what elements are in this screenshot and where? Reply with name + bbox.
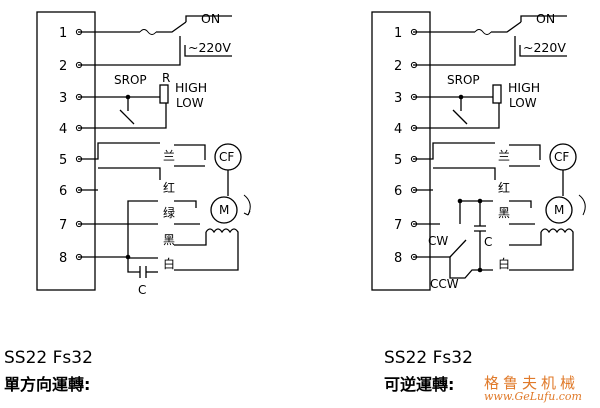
srop-label: SROP <box>114 73 147 87</box>
cf-label: CF <box>219 150 234 164</box>
blue-wire-label: 兰 <box>163 149 175 163</box>
high-label: HIGH <box>175 80 207 95</box>
black-wire-label: 黑 <box>163 233 175 247</box>
c-label-right: C <box>484 235 492 249</box>
red-wire-label: 红 <box>163 180 175 195</box>
left-terminal-block <box>36 11 96 291</box>
right-terminal-number: 1 <box>394 26 402 41</box>
right-model-caption: SS22 Fs32 <box>384 348 473 368</box>
white-wire-label: 白 <box>163 256 175 271</box>
r-label: R <box>162 71 170 85</box>
srop-label-right: SROP <box>447 73 480 87</box>
right-terminal-number: 8 <box>394 251 402 266</box>
watermark-name: 格鲁夫机械 <box>484 374 580 392</box>
left-terminal-number: 2 <box>59 59 67 74</box>
ccw-label: CCW <box>430 277 459 291</box>
c-label: C <box>138 283 146 297</box>
blue-wire-label-right: 兰 <box>498 149 510 163</box>
power-switch <box>156 21 187 33</box>
capacitor-symbol <box>139 266 147 278</box>
left-terminal-number: 1 <box>59 26 67 41</box>
green-wire-label: 绿 <box>163 205 175 220</box>
speed-resistor <box>159 84 169 104</box>
cw-label: CW <box>428 234 448 248</box>
motor-label-right: M <box>554 203 564 217</box>
left-terminal-number: 3 <box>59 91 67 106</box>
white-wire-label-right: 白 <box>498 256 510 271</box>
right-mode-caption: 可逆運轉: <box>384 375 455 394</box>
left-model-caption: SS22 Fs32 <box>4 348 93 368</box>
left-terminal-number: 8 <box>59 251 67 266</box>
left-terminal-number: 4 <box>59 122 67 137</box>
right-diagram: 1 2 3 4 5 6 7 8 ON ~220V SROP HIGH LOW 兰 CF 红 黑… <box>371 11 586 291</box>
low-label: LOW <box>176 96 204 110</box>
direction-switch <box>449 239 467 258</box>
fuse-symbol <box>139 29 157 35</box>
on-label-right: ON <box>536 11 555 26</box>
right-terminal-number: 5 <box>394 153 402 168</box>
capacitor-symbol-right <box>474 225 486 232</box>
right-terminal-number: 4 <box>394 122 402 137</box>
left-terminal-number: 6 <box>59 184 67 199</box>
low-label-right: LOW <box>509 96 537 110</box>
speed-switch-contact <box>119 109 135 125</box>
right-terminal-list: 1 2 3 4 5 6 7 8 <box>394 26 418 266</box>
motor-coil <box>174 228 239 271</box>
right-terminal-number: 2 <box>394 59 402 74</box>
left-diagram: 1 2 3 4 5 6 7 8 ON ~220V SROP R HIGH LOW 兰 CF 红 <box>36 11 251 297</box>
right-terminal-number: 7 <box>394 218 402 233</box>
high-label-right: HIGH <box>508 80 540 95</box>
voltage-label: ~220V <box>188 40 231 55</box>
motor-circle <box>210 196 238 224</box>
right-terminal-number: 6 <box>394 184 402 199</box>
right-terminal-block <box>371 11 431 291</box>
on-label: ON <box>201 11 220 26</box>
black-wire-label-right: 黑 <box>498 206 510 220</box>
watermark-url: www.GeLufu.com <box>484 390 582 403</box>
cf-label-right: CF <box>554 150 569 164</box>
left-terminal-number: 7 <box>59 218 67 233</box>
left-mode-caption: 單方向運轉: <box>4 375 91 394</box>
voltage-label-right: ~220V <box>523 40 566 55</box>
right-terminal-number: 3 <box>394 91 402 106</box>
left-terminal-list: 1 2 3 4 5 6 7 8 <box>59 26 83 266</box>
left-terminal-number: 5 <box>59 153 67 168</box>
red-wire-label-right: 红 <box>498 180 510 195</box>
motor-label: M <box>219 203 229 217</box>
